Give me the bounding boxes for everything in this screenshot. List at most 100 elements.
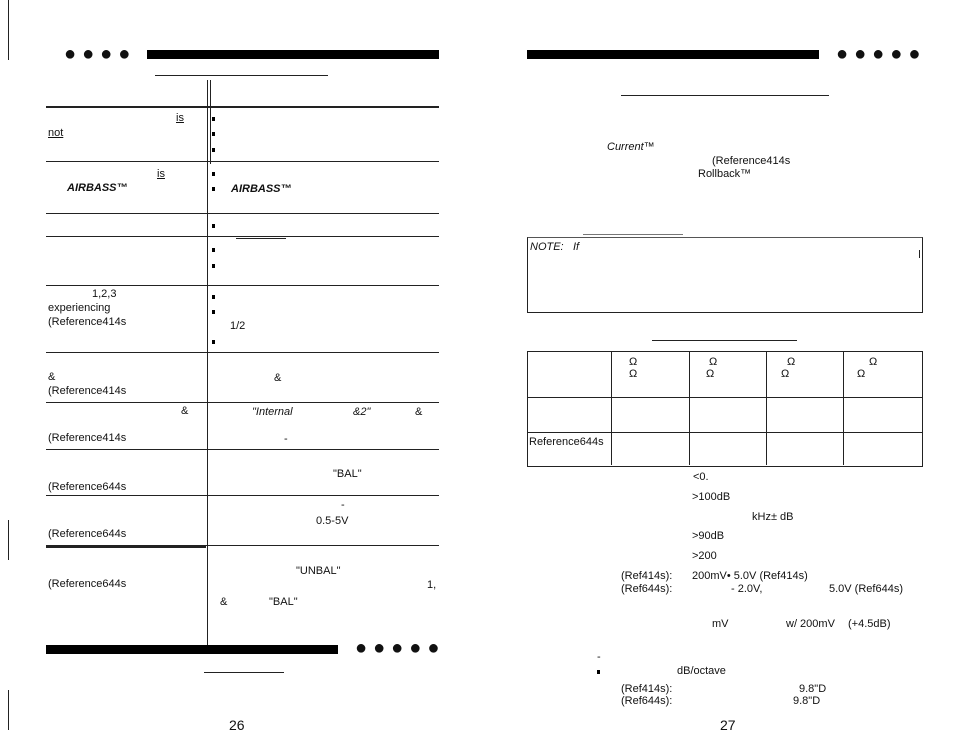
row4-left-123: 1,2,3 [92, 288, 117, 300]
bullet [212, 264, 215, 268]
ohm-symbol: Ω [857, 368, 866, 380]
page-number-right: 27 [720, 717, 736, 733]
spec-label: (Ref414s): [621, 570, 673, 582]
row7-left-ref644s: (Reference644s [48, 481, 127, 493]
spec-value: 9.8"D [793, 695, 821, 707]
dash-mark: - [597, 651, 601, 663]
title-underline-right [621, 95, 829, 96]
table-row-2 [527, 432, 922, 433]
ohm-symbol: Ω [869, 356, 878, 368]
spec-value: kHz± dB [752, 511, 794, 523]
row4-left-ref414s: (Reference414s [48, 316, 127, 328]
row6-right-amp: & [415, 406, 423, 418]
page-number-left: 26 [229, 717, 245, 733]
note-box [527, 237, 923, 313]
row-rule-1 [46, 161, 439, 162]
table-col-4 [843, 351, 844, 465]
row9-right-bal: "BAL" [269, 596, 298, 608]
bullet [212, 224, 215, 228]
ohm-symbol: Ω [787, 356, 796, 368]
footer-bar-left [46, 645, 338, 654]
row-rule-9-accent [46, 546, 206, 548]
row6-right-internal: "Internal [252, 406, 293, 418]
header-bar-left [147, 50, 439, 59]
row7-right-bal: "BAL" [333, 468, 362, 480]
ohm-symbol: Ω [709, 356, 718, 368]
spec-value: >200 [692, 550, 717, 562]
row6-right-dash: - [284, 433, 288, 445]
row-rule-4 [46, 285, 439, 286]
row-rule-8 [46, 495, 439, 496]
footer-underline-left [204, 672, 284, 673]
bullet [212, 132, 215, 136]
ohm-symbol: Ω [781, 368, 790, 380]
spec-label: (Ref644s): [621, 583, 673, 595]
row4-left-experiencing: experiencing [48, 302, 111, 314]
note-top-accent [583, 234, 683, 235]
bullet [212, 248, 215, 252]
table-title-underline [652, 340, 797, 341]
ohm-symbol: Ω [706, 368, 715, 380]
row8-right-dash: - [341, 499, 345, 511]
bullet [212, 117, 215, 121]
spec-extra: (+4.5dB) [848, 618, 891, 630]
row5-left-ref414s: (Reference414s [48, 385, 127, 397]
row9-left-ref644s: (Reference644s [48, 578, 127, 590]
row5-right-amp: & [274, 372, 282, 384]
header-dots-right: ●●●●● [836, 43, 927, 65]
ohm-symbol: Ω [629, 356, 638, 368]
spec-label: (Ref414s): [621, 683, 673, 695]
bullet [597, 670, 600, 674]
binding-line [8, 0, 9, 60]
row9-right-amp: & [220, 596, 228, 608]
row6-left-ref414s: (Reference414s [48, 432, 127, 444]
spec-value: <0. [693, 471, 709, 483]
spec-value: >90dB [692, 530, 725, 542]
row5-left-amp: & [48, 371, 56, 383]
note-label: NOTE: [530, 241, 564, 253]
note-text: If [573, 241, 580, 253]
row8-right-voltage: 0.5-5V [316, 515, 349, 527]
row6-left-amp: & [181, 405, 189, 417]
spec-table [527, 351, 923, 467]
intro-reference: (Reference414s [712, 155, 791, 167]
row-rule-2 [46, 213, 439, 214]
table-divider [207, 80, 208, 648]
spec-extra: 5.0V (Ref644s) [829, 583, 903, 595]
row8-left-ref644s: (Reference644s [48, 528, 127, 540]
ohm-symbol: Ω [629, 368, 638, 380]
note-edge-mark [919, 250, 920, 258]
spec-value: dB/octave [677, 665, 726, 677]
bullet [212, 172, 215, 176]
header-dots-left: ●●●● [64, 43, 137, 65]
spec-label: (Ref644s): [621, 695, 673, 707]
table-col-1 [611, 351, 612, 465]
spec-value: 9.8"D [799, 683, 827, 695]
footer-dots-left: ●●●●● [355, 637, 446, 659]
spec-mid: w/ 200mV [786, 618, 835, 630]
row1-left-is: is [157, 168, 165, 180]
table-col-3 [766, 351, 767, 465]
bullet [212, 148, 215, 152]
bullet [212, 340, 215, 344]
table-divider-accent [210, 80, 211, 164]
row-rule-3 [46, 236, 439, 237]
row1-right-airbass: AIRBASS™ [231, 183, 292, 195]
row1-left-airbass: AIRBASS™ [67, 182, 128, 194]
row-rule-5 [46, 352, 439, 353]
bullet [212, 295, 215, 299]
header-bar-right [527, 50, 819, 59]
row0-left-is: is [176, 112, 184, 124]
row-rule-9 [46, 545, 439, 546]
intro-current: Current™ [607, 141, 655, 153]
spec-value: mV [712, 618, 729, 630]
spec-value: - 2.0V, [731, 583, 763, 595]
bullet [212, 187, 215, 191]
title-underline-left [155, 75, 328, 76]
row2-underline [236, 238, 286, 239]
table-row-1 [527, 397, 922, 398]
row-rule-0 [46, 106, 439, 108]
intro-rollback: Rollback™ [698, 168, 752, 180]
row9-right-unbal: "UNBAL" [296, 565, 341, 577]
table-row-label: Reference644s [529, 436, 604, 448]
